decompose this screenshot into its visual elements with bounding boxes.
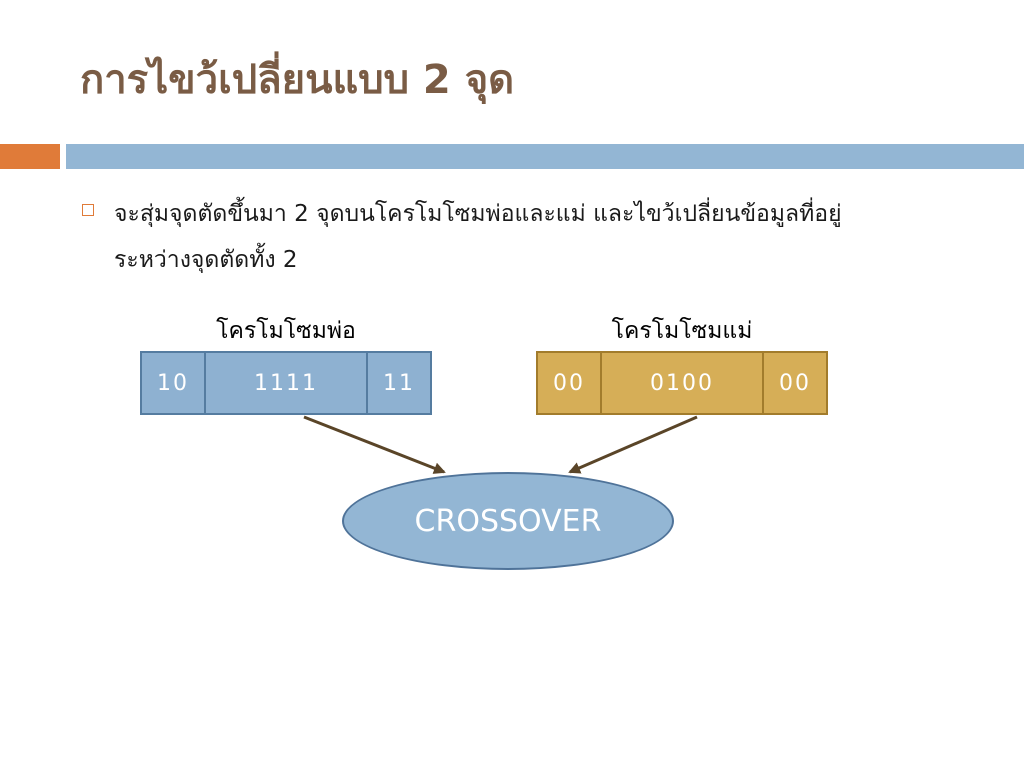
header-accent-bar-blue	[66, 144, 1024, 169]
bullet-text-line-2: ระหว่างจุดตัดทั้ง 2	[114, 247, 298, 273]
crossover-node: CROSSOVER	[342, 472, 674, 570]
crossover-label: CROSSOVER	[414, 503, 602, 539]
father-chromosome-label: โครโมโซมพ่อ	[216, 318, 356, 344]
slide-title: การไขว้เปลี่ยนแบบ 2 จุด	[80, 57, 515, 103]
father-segment-3: 11	[368, 351, 432, 415]
mother-segment-2: 0100	[602, 351, 764, 415]
bullet-text-line-1: จะสุ่มจุดตัดขึ้นมา 2 จุดบนโครโมโซมพ่อและ…	[114, 201, 842, 227]
header-accent-bar-orange	[0, 144, 60, 169]
bullet-text: จะสุ่มจุดตัดขึ้นมา 2 จุดบนโครโมโซมพ่อและ…	[114, 191, 974, 283]
mother-segment-3: 00	[764, 351, 828, 415]
mother-segment-1: 00	[536, 351, 602, 415]
father-chromosome: 10 1111 11	[140, 351, 432, 415]
father-segment-1: 10	[140, 351, 206, 415]
mother-chromosome-label: โครโมโซมแม่	[611, 318, 753, 344]
bullet-square-icon	[82, 204, 94, 216]
father-to-crossover-arrow	[303, 415, 446, 474]
father-segment-2: 1111	[206, 351, 368, 415]
mother-to-crossover-arrow	[568, 415, 698, 474]
mother-chromosome: 00 0100 00	[536, 351, 828, 415]
